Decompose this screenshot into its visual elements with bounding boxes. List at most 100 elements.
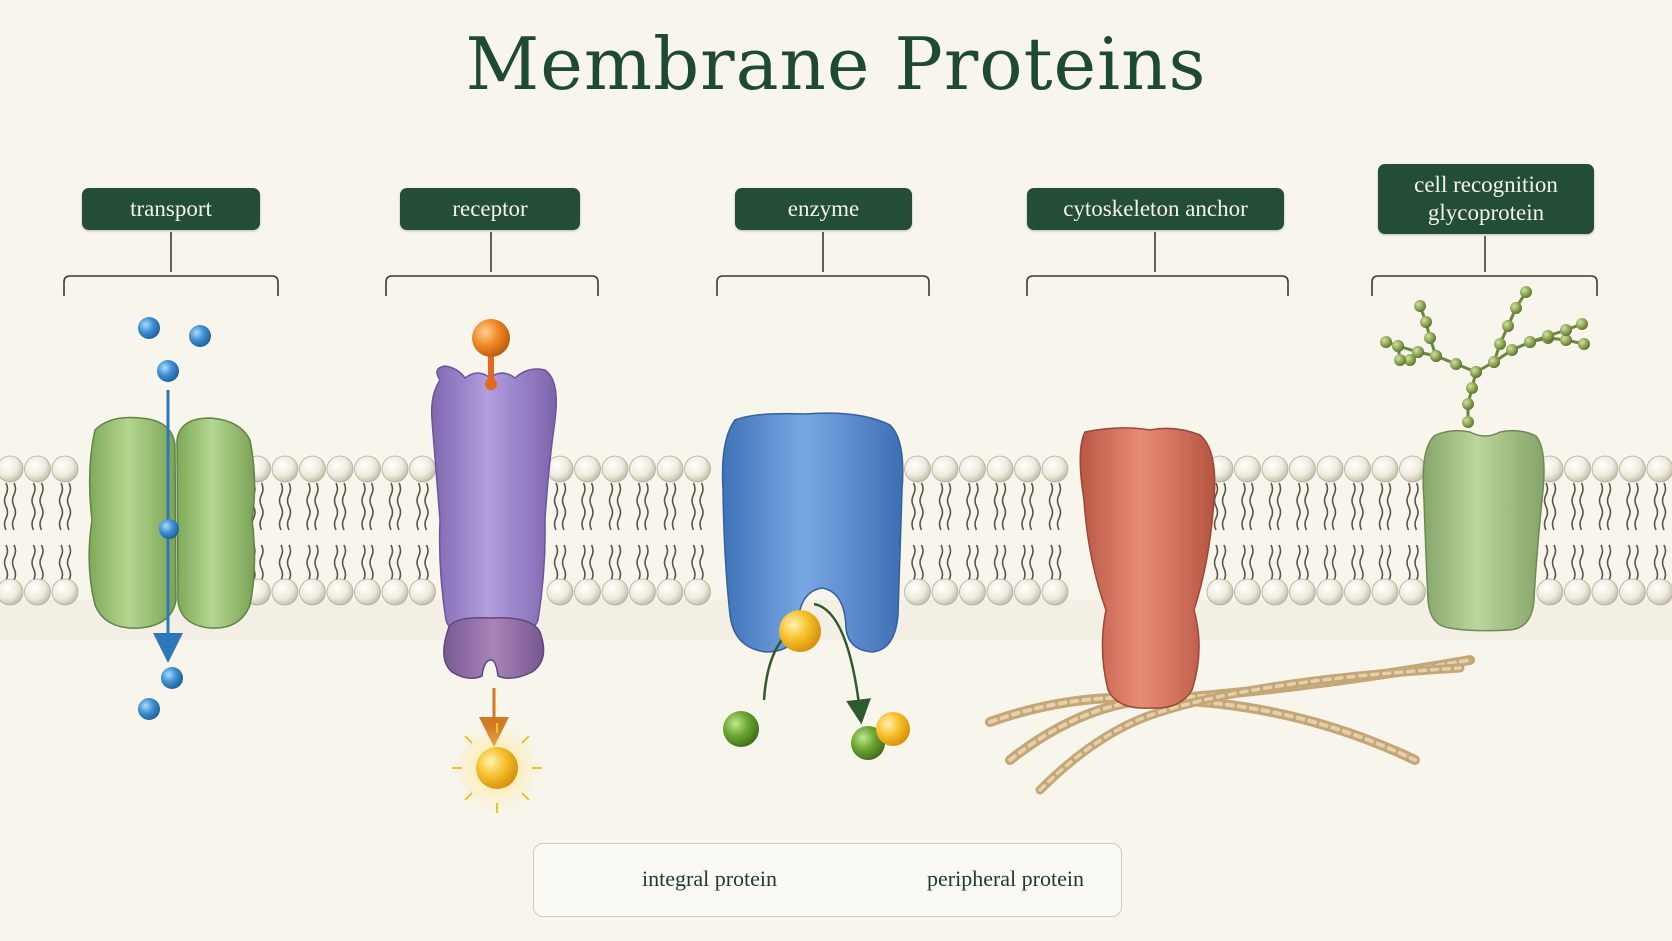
glycan-sugar (1380, 336, 1392, 348)
lipid-head (1646, 578, 1672, 606)
ion (159, 519, 179, 539)
glycan-sugar (1420, 316, 1432, 328)
legend-integral-label: integral protein (642, 866, 778, 891)
glycan-sugar (1578, 338, 1590, 350)
lipid-tail (1056, 482, 1062, 531)
glycan-sugar (1520, 286, 1532, 298)
glycan-sugar (1524, 336, 1536, 348)
glycan-sugar (1430, 350, 1442, 362)
lipid-head (409, 455, 436, 483)
ion (138, 698, 160, 720)
lipid-tail (1323, 482, 1329, 531)
label-enzyme: enzyme (735, 188, 912, 230)
enzyme-protein (721, 412, 910, 760)
lipid-tail (966, 482, 971, 531)
lipid-tail (424, 482, 429, 531)
lipid-tail (1296, 482, 1301, 531)
glycan-chains (1380, 286, 1590, 428)
lipid-head (354, 578, 381, 606)
substrate (723, 711, 759, 747)
lipid-tail (553, 482, 559, 531)
lipid-head (1399, 578, 1426, 606)
lipid-head (1399, 455, 1426, 483)
glycoprotein (1422, 429, 1545, 632)
lipid-tail (1386, 482, 1392, 531)
bracket-enzyme (716, 232, 930, 296)
lipid-head (1261, 578, 1289, 606)
lipid-head (1316, 455, 1344, 483)
lipid-head (1014, 578, 1041, 606)
enzyme-substrate (779, 610, 821, 652)
lipid-head (959, 455, 986, 483)
lipid-head (24, 578, 51, 606)
lipid-head (1371, 455, 1399, 483)
lipid-head (931, 578, 959, 606)
label-receptor: receptor (400, 188, 580, 230)
lipid-tail (1634, 482, 1639, 531)
lipid-head (51, 455, 79, 483)
lipid-head (1041, 455, 1069, 483)
glycan-sugar (1404, 354, 1416, 366)
label-transport: transport (82, 188, 260, 230)
lipid-tail (1579, 482, 1584, 531)
lipid-head (656, 455, 684, 483)
signal-molecule (476, 747, 518, 789)
receptor-protein (430, 319, 557, 813)
receptor-lower-domain (443, 617, 545, 679)
lipid-tail (306, 482, 311, 531)
lipid-head (986, 578, 1014, 606)
lipid-tail (691, 482, 696, 531)
glycan-branch (1529, 322, 1583, 344)
lipid-tail (1571, 482, 1576, 531)
ion (157, 360, 179, 382)
lipid-head (381, 455, 409, 483)
lipid-tail (644, 482, 649, 531)
lipid-tail (589, 482, 594, 531)
lipid-head (1344, 578, 1371, 606)
label-glyco-line-1: cell recognition (1414, 172, 1558, 197)
lipid-tail (1249, 482, 1254, 531)
lipid-head (1564, 578, 1591, 606)
lipid-tail (39, 482, 44, 531)
legend-peripheral-label: peripheral protein (927, 866, 1084, 891)
brackets (63, 232, 1598, 296)
lipid-tail (1268, 482, 1274, 531)
lipid-tail (1304, 482, 1309, 531)
product-arrow (813, 602, 871, 725)
lipid-head (1014, 455, 1041, 483)
lipid-tail (1626, 482, 1631, 531)
glycan-sugar (1450, 358, 1462, 370)
lipid-head (1646, 455, 1672, 483)
glycan-sugar (1506, 344, 1518, 356)
ligand (472, 319, 510, 357)
lipid-tail (259, 482, 264, 531)
lipid-head (1591, 578, 1619, 606)
glycan-sugar (1502, 320, 1514, 332)
lipid-head (601, 578, 629, 606)
lipid-tail (341, 482, 347, 531)
lipid-tail (1241, 482, 1246, 531)
signal-rays (452, 723, 542, 813)
lipid-head (326, 578, 354, 606)
transport-ions (138, 317, 211, 720)
ion (138, 317, 160, 339)
glycan-sugar (1414, 300, 1426, 312)
lipid-head (1041, 578, 1069, 606)
lipid-tail (663, 482, 669, 531)
lipid-tail (1406, 482, 1411, 531)
lipid-head (1206, 578, 1234, 606)
lipid-tail (1606, 482, 1612, 531)
lipid-tail (66, 482, 72, 531)
lipid-tail (1378, 482, 1384, 531)
lipid-head (299, 578, 326, 606)
lipid-tail (581, 482, 586, 531)
lipid-head (1289, 455, 1316, 483)
lipid-tail (699, 482, 704, 531)
lipid-head (629, 455, 656, 483)
lipid-tail (1021, 482, 1026, 531)
bracket-glyco (1371, 236, 1598, 296)
lipid-tail (919, 482, 924, 531)
label-cell-recognition-glycoprotein: cell recognition glycoprotein (1378, 164, 1594, 234)
lipid-head (684, 455, 711, 483)
lipid-head (24, 455, 51, 483)
